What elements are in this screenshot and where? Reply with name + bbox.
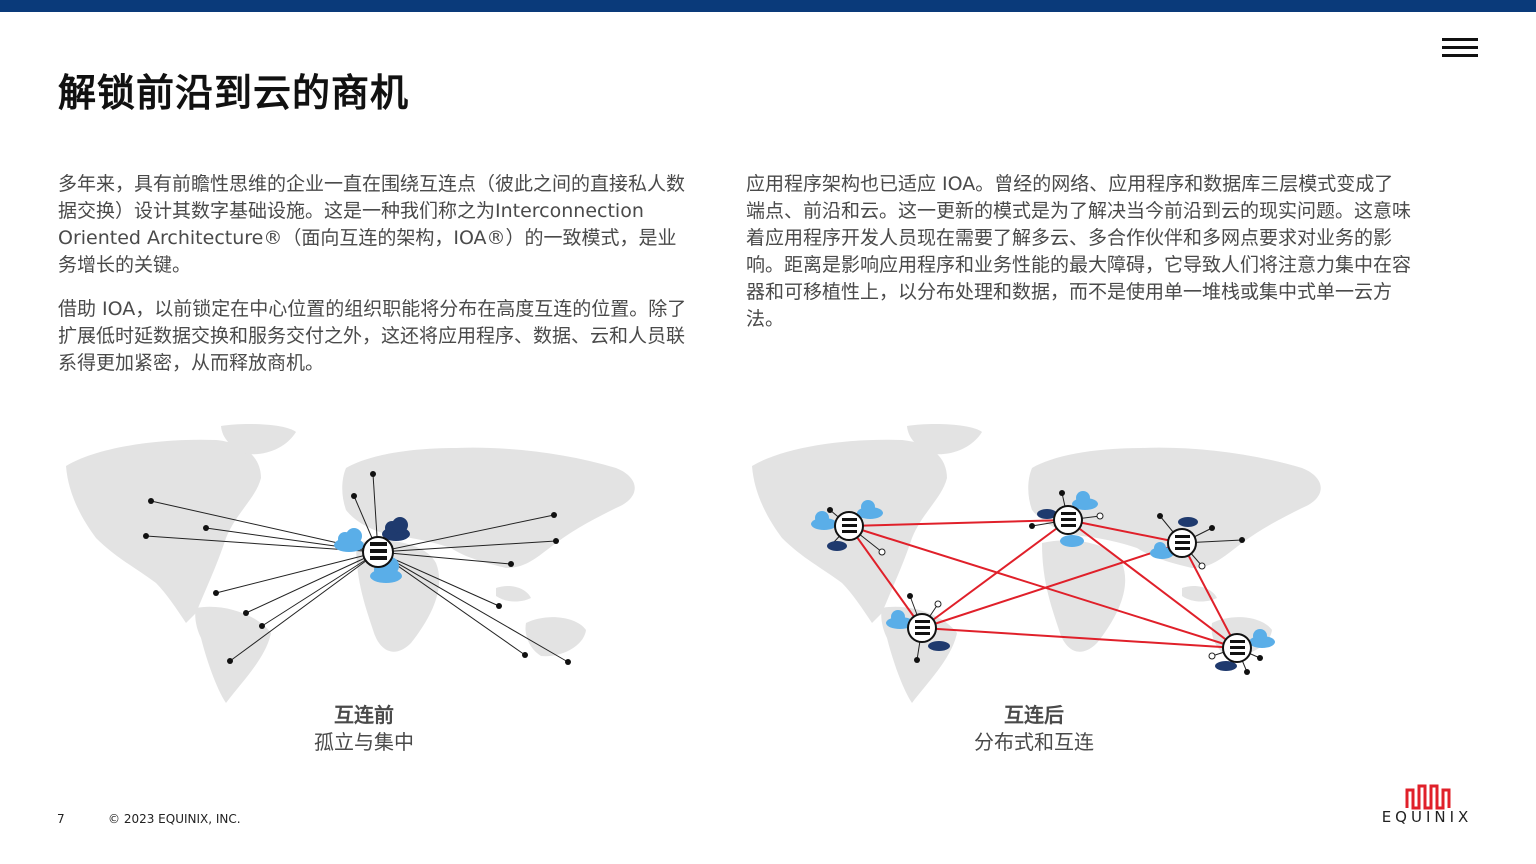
cloud-icon	[827, 509, 1237, 671]
top-bar	[0, 0, 1536, 12]
page-title: 解锁前沿到云的商机	[58, 71, 410, 115]
left-column: 多年来，具有前瞻性思维的企业一直在围绕互连点（彼此之间的直接私人数据交换）设计其…	[58, 171, 688, 394]
cloud-icon	[811, 491, 1275, 648]
map-caption-subtitle: 分布式和互连	[974, 730, 1094, 754]
paragraph: 应用程序架构也已适应 IOA。曾经的网络、应用程序和数据库三层模式变成了端点、前…	[746, 173, 1412, 330]
map-caption-title: 互连后	[1004, 703, 1064, 727]
server-icon	[362, 536, 394, 568]
map-after-caption: 互连后 分布式和互连	[884, 702, 1184, 756]
paragraph: 借助 IOA，以前锁定在中心位置的组织职能将分布在高度互连的位置。除了扩展低时延…	[58, 298, 687, 374]
copyright: © 2023 EQUINIX, INC.	[108, 812, 241, 826]
logo-wordmark: EQUINIX	[1381, 808, 1473, 826]
map-before	[66, 424, 635, 703]
cloud-icon	[382, 517, 410, 541]
map-after	[752, 424, 1321, 703]
map-caption-subtitle: 孤立与集中	[314, 730, 414, 754]
page-number: 7	[57, 812, 65, 826]
paragraph: 多年来，具有前瞻性思维的企业一直在围绕互连点（彼此之间的直接私人数据交换）设计其…	[58, 173, 686, 276]
map-caption-title: 互连前	[334, 703, 394, 727]
equinix-logo	[1405, 784, 1451, 810]
right-column: 应用程序架构也已适应 IOA。曾经的网络、应用程序和数据库三层模式变成了端点、前…	[746, 171, 1411, 350]
map-before-caption: 互连前 孤立与集中	[214, 702, 514, 756]
menu-icon[interactable]	[1442, 38, 1478, 60]
